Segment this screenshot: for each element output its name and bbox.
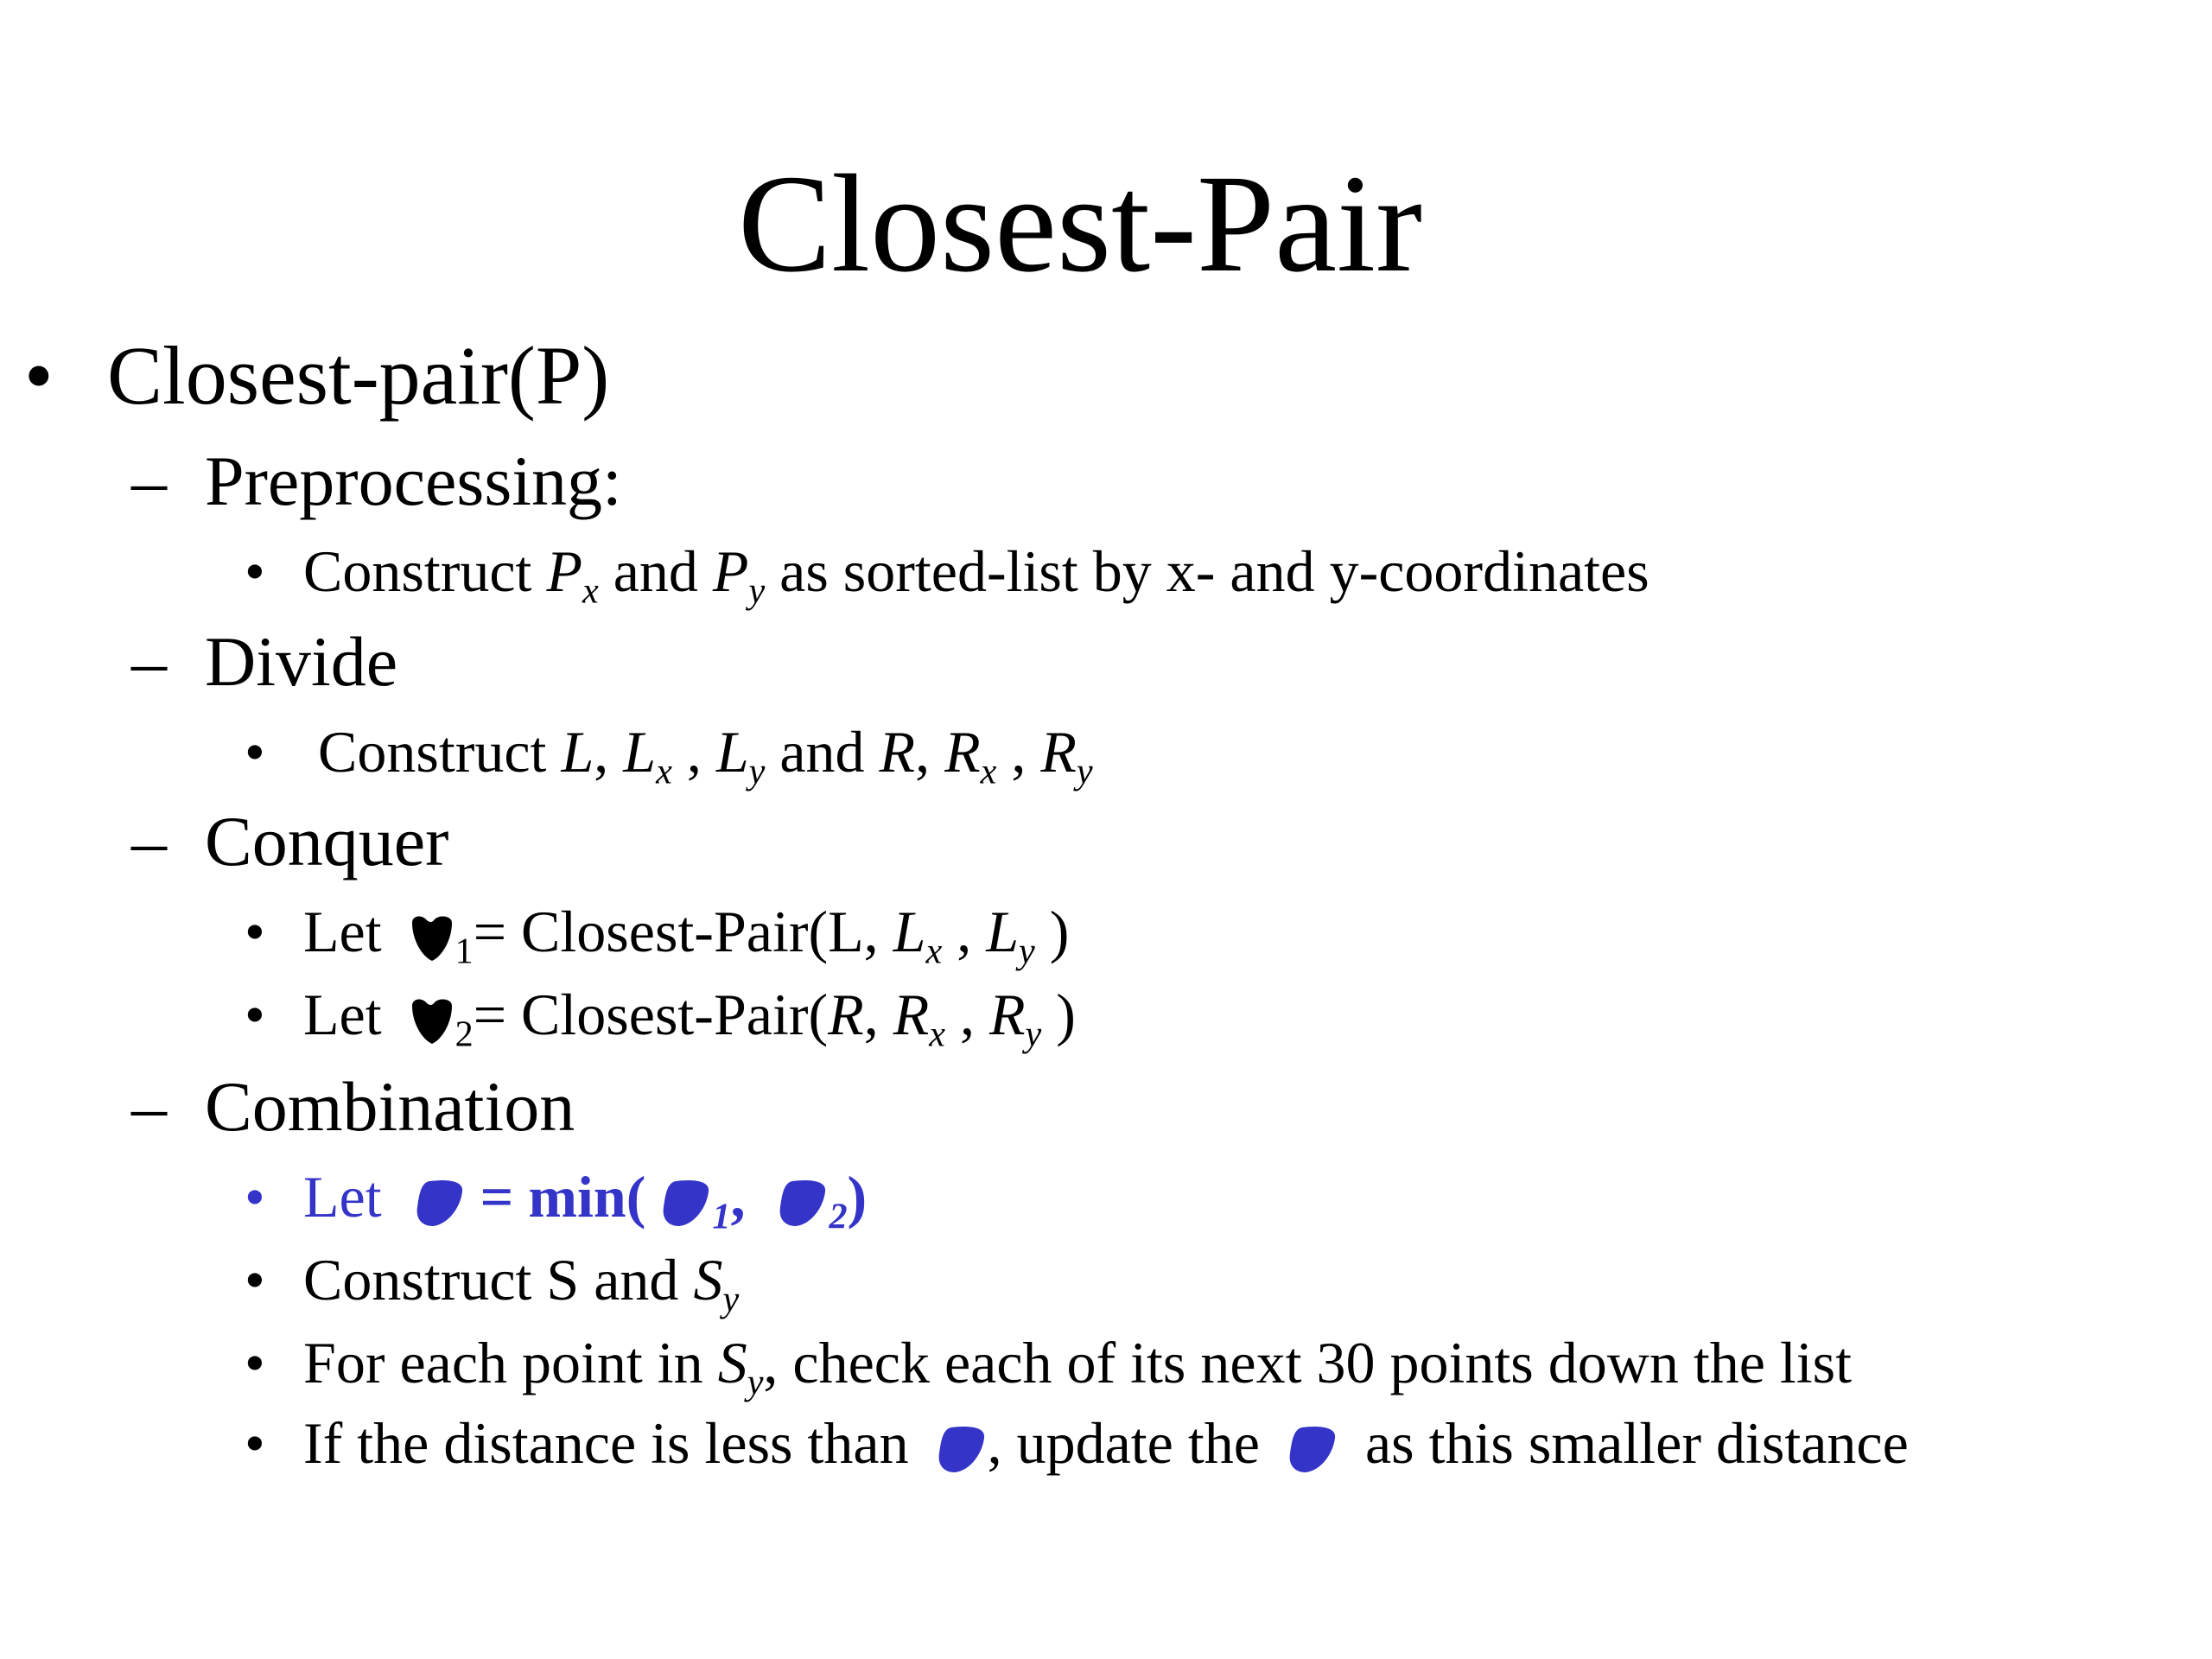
- conquer-heading: Conquer: [205, 802, 449, 880]
- word-construct: Construct: [318, 719, 547, 785]
- divide-item: Construct L, Lx , Ly and R, Rx , Ry: [318, 717, 1093, 790]
- var-l: L: [623, 719, 657, 785]
- sub-y: y: [722, 1279, 740, 1320]
- sub-x: x: [980, 751, 997, 792]
- sub-x: x: [656, 751, 672, 792]
- preprocessing-bullet: •: [245, 538, 265, 604]
- comma: ,: [915, 719, 931, 785]
- preprocessing-rest: as sorted-list by x- and y-coordinates: [779, 538, 1649, 604]
- var-l: L: [986, 899, 1020, 964]
- preprocessing-item: Construct Px and Py as sorted-list by x-…: [303, 537, 1649, 609]
- var-r: R: [944, 719, 981, 785]
- construct-s-text: Construct S and: [303, 1247, 679, 1313]
- combination-item-1: Let = min( 1, 2): [303, 1162, 868, 1235]
- divide-heading: Divide: [205, 622, 398, 701]
- sub-y: y: [1019, 931, 1035, 972]
- conquer-bullet-2: •: [245, 982, 265, 1047]
- delta-blue-icon: [414, 1178, 466, 1228]
- var-s: S: [693, 1247, 723, 1313]
- preprocessing-heading: Preprocessing:: [205, 442, 622, 520]
- combination-bullet-1: •: [245, 1164, 265, 1230]
- delta-blue-icon: [936, 1424, 988, 1474]
- var-r: R: [893, 982, 930, 1047]
- sub-x: x: [929, 1014, 945, 1055]
- divide-dash: –: [131, 622, 167, 701]
- comma: ,: [863, 982, 879, 1047]
- combination-item-4: If the distance is less than , update th…: [303, 1408, 1909, 1478]
- delta-blue-icon: [660, 1178, 712, 1228]
- sub-2: 2: [454, 1014, 474, 1055]
- sub-1: 1: [454, 931, 474, 972]
- for-each-post: , check each of its next 30 points down …: [763, 1330, 1853, 1395]
- sub-y: y: [1025, 1014, 1042, 1055]
- preprocessing-dash: –: [131, 442, 167, 520]
- var-r: R: [1040, 719, 1077, 785]
- level1-bullet: •: [24, 329, 54, 422]
- sub-1: 1: [712, 1196, 731, 1237]
- var-s: S: [717, 1330, 747, 1395]
- var-r: R: [879, 719, 916, 785]
- sub-y: y: [747, 1362, 764, 1403]
- word-let: Let: [303, 1164, 382, 1230]
- combination-heading: Combination: [205, 1067, 575, 1146]
- conquer-item-2: Let 2= Closest-Pair(R, Rx , Ry ): [303, 980, 1076, 1052]
- combination-item-2: Construct S and Sy: [303, 1245, 739, 1318]
- var-p: P: [546, 538, 582, 604]
- distance-mid: , update the: [987, 1410, 1260, 1476]
- var-l: L: [561, 719, 594, 785]
- delta-black-icon: [409, 995, 455, 1046]
- var-r: R: [828, 982, 864, 1047]
- comma: ,: [1011, 719, 1027, 785]
- conquer-dash: –: [131, 802, 167, 880]
- var-l: L: [715, 719, 749, 785]
- sub-y: y: [748, 751, 766, 792]
- slide-title: Closest-Pair: [738, 147, 1422, 302]
- conquer-eq-1: = Closest-Pair(L,: [473, 899, 879, 964]
- word-and: and: [779, 719, 865, 785]
- divide-bullet: •: [245, 719, 265, 785]
- sub-x: x: [582, 570, 599, 612]
- combination-dash: –: [131, 1067, 167, 1146]
- delta-blue-icon: [777, 1178, 829, 1228]
- conquer-bullet-1: •: [245, 899, 265, 964]
- combination-item-3: For each point in Sy, check each of its …: [303, 1328, 1853, 1401]
- combination-bullet-2: •: [245, 1247, 265, 1313]
- comma: ,: [686, 719, 702, 785]
- close-paren: ): [1056, 982, 1076, 1047]
- var-p: P: [712, 538, 749, 604]
- sub-2: 2: [829, 1196, 848, 1237]
- word-let: Let: [303, 982, 382, 1047]
- word-construct: Construct: [303, 538, 532, 604]
- comma: ,: [959, 982, 975, 1047]
- conquer-item-1: Let 1= Closest-Pair(L, Lx , Ly ): [303, 897, 1070, 969]
- conquer-eq-2: = Closest-Pair(: [473, 982, 829, 1047]
- delta-black-icon: [409, 912, 455, 963]
- min-eq: = min(: [480, 1164, 646, 1230]
- var-l: L: [893, 899, 926, 964]
- sub-y: y: [1076, 751, 1093, 792]
- comma: ,: [730, 1164, 746, 1230]
- word-let: Let: [303, 899, 382, 964]
- sub-y: y: [748, 570, 766, 612]
- word-and: and: [613, 538, 698, 604]
- distance-post: as this smaller distance: [1364, 1410, 1909, 1476]
- close-paren: ): [847, 1164, 868, 1230]
- for-each-pre: For each point in: [303, 1330, 703, 1395]
- var-r: R: [988, 982, 1026, 1047]
- combination-bullet-4: •: [245, 1410, 265, 1476]
- sub-x: x: [925, 931, 943, 972]
- comma: ,: [957, 899, 972, 964]
- comma: ,: [594, 719, 609, 785]
- level1-text: Closest-pair(P): [107, 329, 610, 422]
- combination-bullet-3: •: [245, 1330, 265, 1395]
- close-paren: ): [1049, 899, 1070, 964]
- delta-blue-icon: [1287, 1424, 1338, 1474]
- distance-pre: If the distance is less than: [303, 1410, 909, 1476]
